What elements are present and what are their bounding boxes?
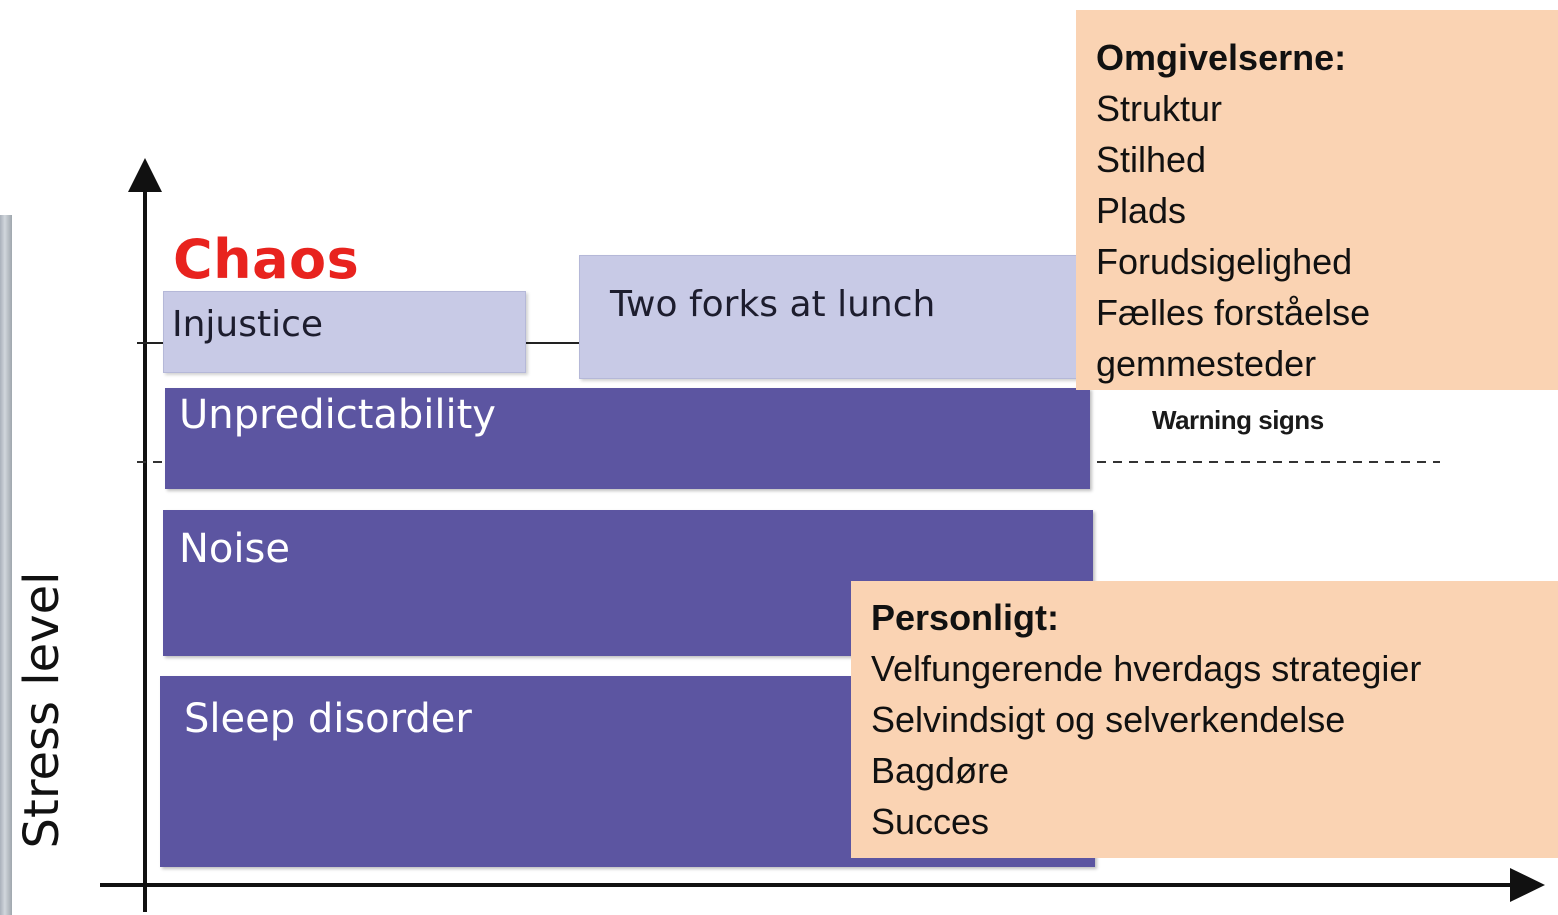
personal-note-heading: Personligt: xyxy=(871,597,1060,638)
personal-note: Personligt: Velfungerende hverdags strat… xyxy=(851,581,1558,858)
environment-note-item: Forudsigelighed xyxy=(1096,241,1353,282)
personal-note-item: Velfungerende hverdags strategier xyxy=(871,648,1422,689)
environment-note: Omgivelserne: Struktur Stilhed Plads For… xyxy=(1076,10,1558,390)
personal-note-item: Selvindsigt og selverkendelse xyxy=(871,699,1346,740)
warning-signs-label: Warning signs xyxy=(1152,405,1324,435)
stressor-unpredictability-label: Unpredictability xyxy=(179,392,496,438)
environment-note-item: Plads xyxy=(1096,190,1187,231)
stressor-sleep-disorder-label: Sleep disorder xyxy=(184,696,472,742)
environment-note-item: Struktur xyxy=(1096,88,1223,129)
stressor-injustice: Injustice xyxy=(163,291,526,373)
stressor-two-forks: Two forks at lunch xyxy=(579,255,1089,379)
personal-note-item: Succes xyxy=(871,801,990,842)
background-photo-strip xyxy=(0,215,12,915)
x-axis-arrow xyxy=(1510,868,1545,902)
environment-note-item: gemmesteder xyxy=(1096,343,1317,384)
environment-note-item: Stilhed xyxy=(1096,139,1207,180)
y-axis-arrow xyxy=(128,158,162,192)
stressor-injustice-label: Injustice xyxy=(172,304,324,345)
stressor-noise-label: Noise xyxy=(179,526,290,572)
stressor-two-forks-label: Two forks at lunch xyxy=(610,284,936,325)
stressor-unpredictability: Unpredictability xyxy=(165,388,1090,489)
personal-note-item: Bagdøre xyxy=(871,750,1010,791)
environment-note-heading: Omgivelserne: xyxy=(1096,37,1347,78)
environment-note-item: Fælles forståelse xyxy=(1096,292,1371,333)
chaos-label: Chaos xyxy=(173,228,360,291)
y-axis-label: Stress level xyxy=(14,571,70,849)
